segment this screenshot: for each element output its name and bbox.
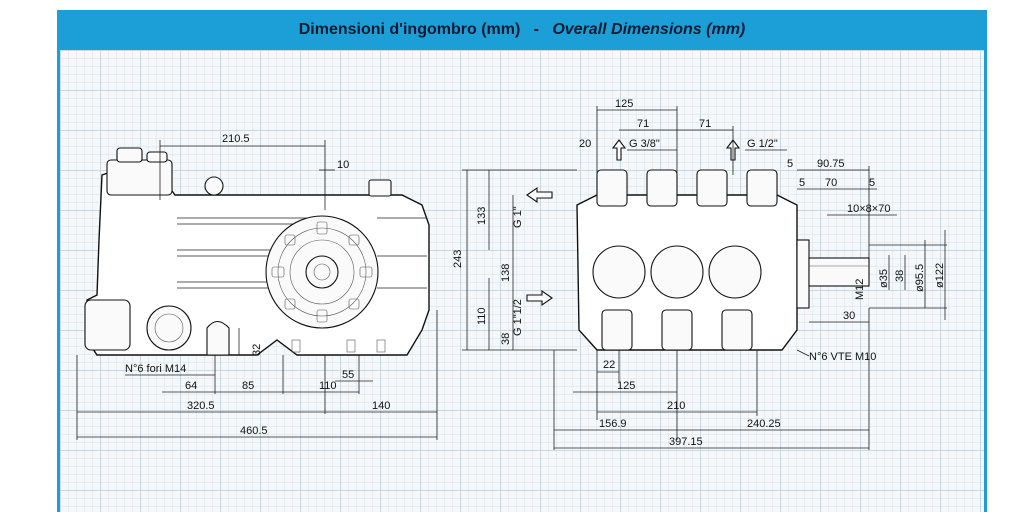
front-valve-3 — [696, 169, 728, 207]
side-valve-cap-2 — [146, 151, 168, 163]
front-dim-70: 70 — [825, 177, 837, 189]
side-dim-110: 110 — [319, 380, 337, 392]
header-bar: Dimensioni d'ingombro (mm) - Overall Dim… — [57, 10, 987, 50]
front-dim-38-right: 38 — [894, 270, 906, 282]
side-dim-140: 140 — [372, 400, 390, 412]
inlet-arrow-icon — [526, 289, 553, 307]
front-dim-210: 210 — [667, 400, 685, 412]
side-dim-55: 55 — [342, 369, 354, 381]
side-view: 210.5 10 32 N°6 fori M14 64 85 110 55 — [76, 133, 438, 440]
front-flange — [796, 239, 810, 309]
port-g38: G 3/8" — [629, 138, 660, 150]
port-g112: G 1"1/2 — [512, 299, 524, 336]
front-dim-35: ø35 — [878, 269, 890, 288]
side-inlet-boss — [84, 299, 131, 351]
front-dim-90-75: 90.75 — [817, 158, 845, 170]
front-valve-4 — [746, 169, 778, 207]
front-cylinder-1 — [592, 245, 646, 299]
front-dim-133: 133 — [476, 207, 488, 225]
side-top-manifold — [106, 159, 173, 196]
front-dim-125-bot: 125 — [617, 380, 635, 392]
outlet-arrow-icon — [526, 186, 553, 204]
front-dim-5a: 5 — [787, 158, 793, 170]
front-lower-valve-1 — [601, 309, 633, 351]
side-dim-64: 64 — [185, 380, 197, 392]
side-dim-10: 10 — [337, 159, 349, 171]
front-dim-122: ø122 — [934, 263, 946, 288]
side-dim-460-5: 460.5 — [240, 425, 268, 437]
side-dim-85: 85 — [242, 380, 254, 392]
front-dim-30: 30 — [843, 310, 855, 322]
title-separator: - — [533, 21, 539, 38]
side-dim-210-5: 210.5 — [222, 133, 250, 145]
front-dim-38-left: 38 — [500, 333, 512, 345]
front-dim-110: 110 — [476, 307, 488, 325]
front-shaft — [808, 257, 870, 287]
title-english: Overall Dimensions (mm) — [552, 21, 746, 38]
dimension-sheet: Dimensioni d'ingombro (mm) - Overall Dim… — [57, 10, 987, 512]
front-lower-valve-3 — [721, 309, 753, 351]
front-dim-20: 20 — [579, 138, 591, 150]
front-cylinder-2 — [650, 245, 704, 299]
side-lifting-eye — [204, 176, 224, 196]
page-title: Dimensioni d'ingombro (mm) - Overall Dim… — [299, 21, 746, 39]
title-italian: Dimensioni d'ingombro (mm) — [298, 21, 521, 38]
side-valve-cap — [116, 147, 143, 163]
side-note-holes: N°6 fori M14 — [125, 363, 186, 375]
front-dim-156-9: 156.9 — [599, 418, 627, 430]
technical-drawing: 210.5 10 32 N°6 fori M14 64 85 110 55 — [76, 98, 947, 450]
front-lower-valve-2 — [661, 309, 693, 351]
front-dim-125-top: 125 — [615, 98, 633, 110]
front-valve-2 — [646, 169, 678, 207]
front-dim-240-25: 240.25 — [747, 418, 781, 430]
front-m12: M12 — [854, 279, 866, 300]
side-inlet-port — [146, 305, 192, 351]
front-dim-243: 243 — [452, 250, 464, 268]
front-dim-22: 22 — [603, 359, 615, 371]
front-dim-71b: 71 — [699, 118, 711, 130]
front-dim-397-15: 397.15 — [669, 436, 703, 448]
front-view: 125 71 71 20 G 3/8" G 1/2" 5 90.75 5 70 … — [452, 98, 947, 450]
front-dim-5b: 5 — [799, 177, 805, 189]
side-shaft-end — [305, 255, 339, 289]
front-valve-1 — [596, 169, 628, 207]
port-g1: G 1" — [512, 206, 524, 228]
front-cylinder-3 — [708, 245, 762, 299]
port-arrow-up-icon-1 — [611, 139, 627, 161]
front-dim-95-5: ø95.5 — [914, 264, 926, 292]
front-note-screws: N°6 VTE M10 — [809, 351, 876, 363]
front-dim-138: 138 — [500, 264, 512, 282]
front-dim-5c: 5 — [869, 177, 875, 189]
front-dim-71a: 71 — [637, 118, 649, 130]
side-oil-cap — [368, 179, 392, 197]
side-dim-320-5: 320.5 — [187, 400, 215, 412]
port-g12: G 1/2" — [747, 138, 778, 150]
side-foot — [206, 320, 230, 356]
front-key: 10×8×70 — [847, 203, 890, 215]
side-dim-32: 32 — [251, 344, 263, 356]
